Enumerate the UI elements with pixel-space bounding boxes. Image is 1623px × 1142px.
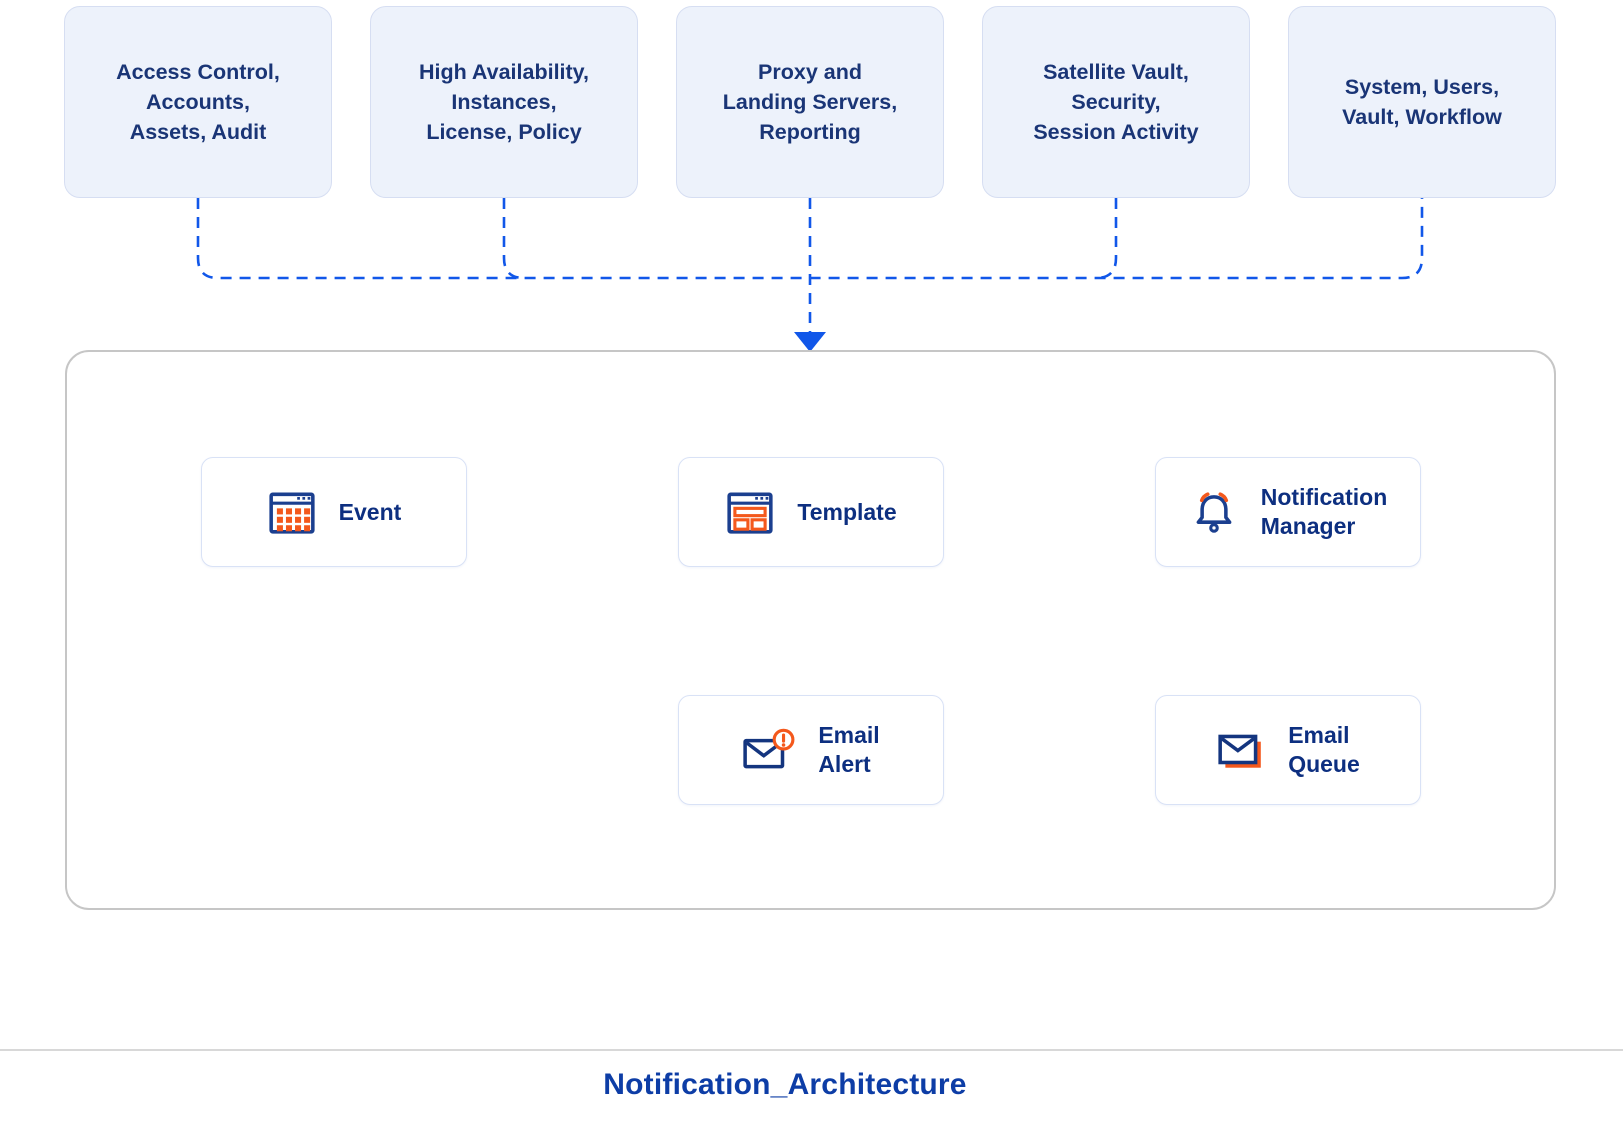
node-email-alert[interactable]: Email Alert bbox=[678, 695, 944, 805]
node-label: Template bbox=[797, 498, 897, 525]
node-notification-manager[interactable]: Notification Manager bbox=[1155, 457, 1421, 567]
connector-stub-2 bbox=[502, 198, 525, 280]
group-label: System, Users, Vault, Workflow bbox=[1342, 75, 1502, 129]
connector-stub-4 bbox=[1095, 198, 1118, 280]
node-label: Notification Manager bbox=[1260, 484, 1388, 539]
email-queue-icon bbox=[1218, 734, 1261, 768]
footer-divider bbox=[0, 1049, 1623, 1051]
group-label: Access Control, Accounts, Assets, Audit bbox=[116, 60, 280, 144]
email-alert-icon bbox=[743, 728, 795, 769]
bell-icon bbox=[1196, 492, 1232, 533]
group-label: Proxy and Landing Servers, Reporting bbox=[722, 60, 898, 144]
node-label: Email Alert bbox=[818, 722, 880, 777]
group-box-proxy-landing[interactable]: Proxy and Landing Servers, Reporting bbox=[676, 6, 944, 198]
group-box-system-users[interactable]: System, Users, Vault, Workflow bbox=[1288, 6, 1556, 198]
diagram-title: Notification_Architecture bbox=[603, 1068, 967, 1101]
node-label: Event bbox=[338, 498, 402, 525]
group-box-satellite-vault[interactable]: Satellite Vault, Security, Session Activ… bbox=[982, 6, 1250, 198]
group-label: High Availability, Instances, License, P… bbox=[418, 60, 590, 144]
layout-template-icon bbox=[727, 492, 773, 534]
arrowhead-down-icon bbox=[794, 332, 826, 352]
node-event[interactable]: Event bbox=[201, 457, 467, 567]
node-template[interactable]: Template bbox=[678, 457, 944, 567]
group-box-access-control[interactable]: Access Control, Accounts, Assets, Audit bbox=[64, 6, 332, 198]
group-box-high-availability[interactable]: High Availability, Instances, License, P… bbox=[370, 6, 638, 198]
node-label: Email Queue bbox=[1288, 722, 1360, 777]
calendar-grid-icon bbox=[269, 492, 315, 534]
notification-system-container bbox=[65, 350, 1556, 910]
node-email-queue[interactable]: Email Queue bbox=[1155, 695, 1421, 805]
group-label: Satellite Vault, Security, Session Activ… bbox=[1033, 60, 1199, 144]
